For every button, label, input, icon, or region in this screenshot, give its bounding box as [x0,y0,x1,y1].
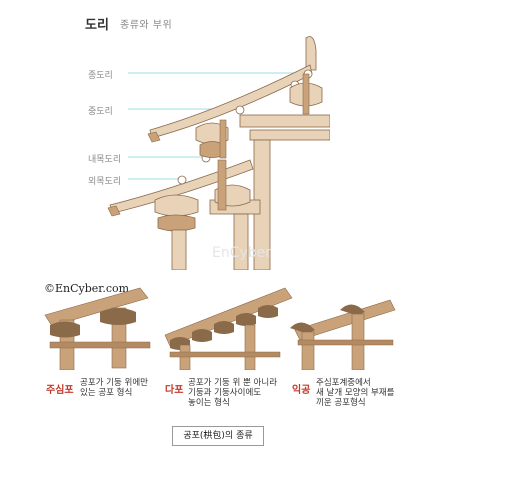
outer-column [171,229,187,270]
type-jusimpo: 주심포 [46,378,74,397]
type-jusimpo-desc: 공포가 기둥 위에만 있는 공포 형식 [80,378,148,398]
label-jongdori: 종도리 [88,71,113,81]
type-ikgong: 익공 [292,378,310,397]
type-dapo-desc: 공포가 기둥 위 뿐 아니라 기둥과 기둥사이에도 놓이는 형식 [188,378,278,408]
page-title: 도리 [85,18,109,33]
dapo-illustration [164,287,293,370]
type-dapo: 다포 [165,378,183,397]
upper-beam [239,114,330,128]
jungdori-purlin [235,105,245,115]
faint-watermark: EnCyber [212,245,272,261]
lower-roof-rafter [109,159,254,214]
roof-structure-diagram [107,36,330,270]
type-name: 다포 [165,385,184,396]
jusimpo-illustration [44,287,151,370]
oemokdori-purlin [177,175,187,185]
ikgong-illustration [290,299,396,370]
type-ikgong-desc: 주심포계중에서 새 날개 모양의 부재를 끼운 공포형식 [316,378,395,408]
type-name: 익공 [292,385,311,396]
label-jungdori: 중도리 [88,107,113,117]
type-name: 주심포 [46,385,74,396]
caption-box: 공포(栱包)의 종류 [172,426,264,446]
page-subtitle: 종류와 부위 [120,20,173,31]
ridge-finial [305,36,317,71]
label-naemokdori: 내목도리 [88,155,122,165]
copyright-watermark: ©EnCyber.com [44,282,130,295]
bracket-types-illustration [44,287,396,370]
label-oemokdori: 외목도리 [88,177,122,187]
